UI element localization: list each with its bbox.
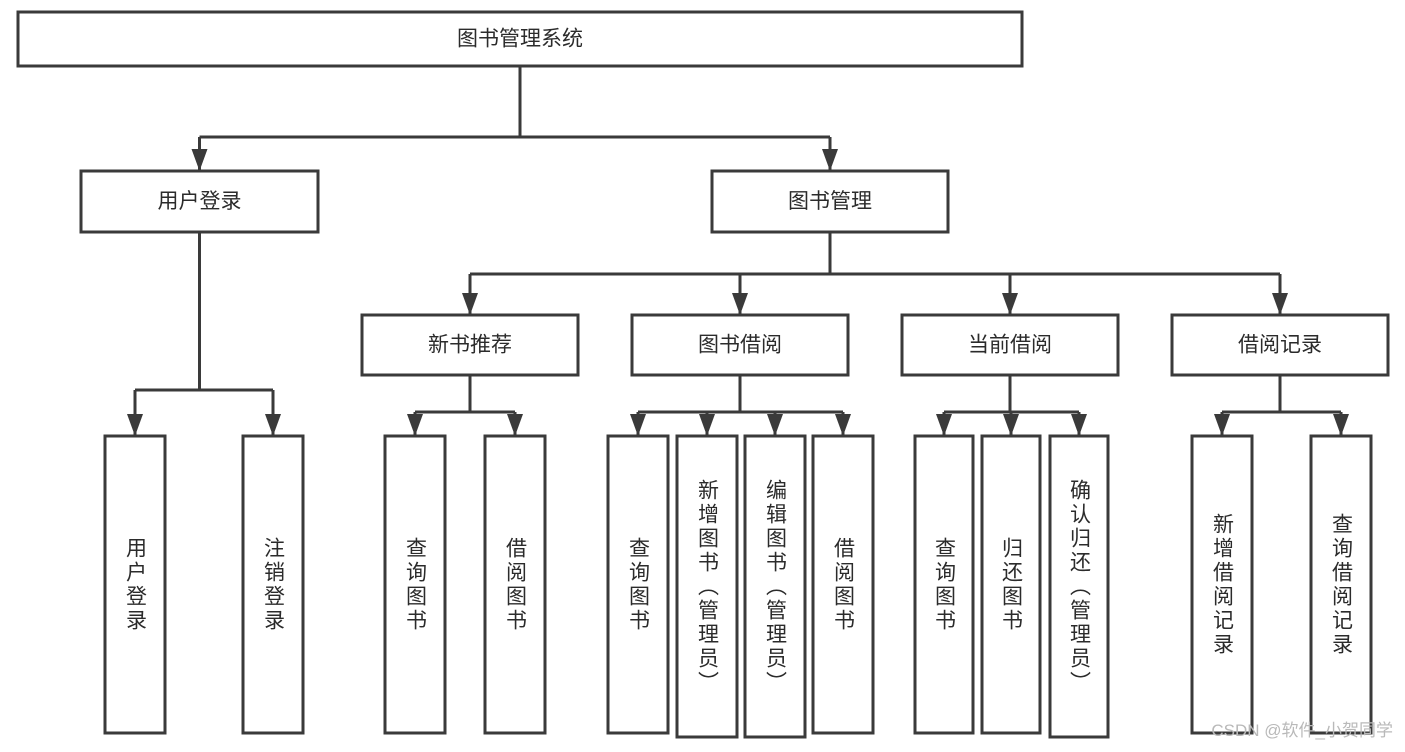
leaf-node-4-rect [606, 434, 670, 735]
leaf-node-3-label: 借阅图书 [503, 536, 527, 633]
arrow-head-icon [630, 414, 646, 436]
level1-node-1-label: 图书管理 [788, 190, 872, 213]
arrow-head-icon [732, 293, 748, 315]
leaf-node-3-label-wrap: 借阅图书 [503, 536, 527, 633]
arrow-head-icon [936, 414, 952, 436]
arrow-head-icon [507, 414, 523, 436]
leaf-node-4-label: 查询图书 [626, 536, 650, 633]
arrow-head-icon [822, 149, 838, 171]
leaf-node-5-label-wrap: 新增图书（管理员） [695, 478, 719, 695]
leaf-node-8[interactable]: 查询图书 [913, 434, 975, 735]
leaf-node-10-label-wrap: 确认归还（管理员） [1067, 478, 1091, 695]
node-boxes: 图书管理系统用户登录图书管理新书推荐图书借阅当前借阅借阅记录用户登录注销登录查询… [16, 10, 1390, 739]
leaf-node-11[interactable]: 新增借阅记录 [1190, 434, 1254, 735]
leaf-node-2-label-wrap: 查询图书 [403, 536, 427, 633]
level2-node-1-label: 图书借阅 [698, 334, 782, 357]
leaf-node-6-label-wrap: 编辑图书（管理员） [763, 478, 787, 695]
level2-node-3[interactable]: 借阅记录 [1170, 313, 1390, 377]
leaf-node-6[interactable]: 编辑图书（管理员） [743, 434, 807, 739]
leaf-node-8-label: 查询图书 [932, 536, 956, 633]
arrow-head-icon [1002, 293, 1018, 315]
root-node-label: 图书管理系统 [457, 28, 583, 51]
leaf-node-0-label-wrap: 用户登录 [123, 536, 147, 633]
leaf-node-10-label: 确认归还（管理员） [1067, 478, 1091, 695]
level1-node-0[interactable]: 用户登录 [79, 169, 320, 234]
leaf-node-8-label-wrap: 查询图书 [932, 536, 956, 633]
leaf-node-8-rect [913, 434, 975, 735]
leaf-node-1-rect [241, 434, 305, 735]
level2-node-2-label: 当前借阅 [968, 334, 1052, 357]
level1-node-0-rect [79, 169, 320, 234]
leaf-node-9[interactable]: 归还图书 [980, 434, 1042, 735]
level1-node-1-rect [710, 169, 950, 234]
leaf-node-1-label: 注销登录 [261, 536, 285, 633]
arrow-head-icon [462, 293, 478, 315]
level1-node-1[interactable]: 图书管理 [710, 169, 950, 234]
leaf-node-11-label: 新增借阅记录 [1210, 512, 1234, 657]
level2-node-2[interactable]: 当前借阅 [900, 313, 1120, 377]
arrow-head-icon [1214, 414, 1230, 436]
arrow-head-icon [1071, 414, 1087, 436]
watermark-text: CSDN @软件_小贺同学 [1211, 721, 1393, 740]
level2-node-2-rect [900, 313, 1120, 377]
root-node-rect [16, 10, 1024, 68]
arrow-head-icon [1333, 414, 1349, 436]
level2-node-3-rect [1170, 313, 1390, 377]
leaf-node-10[interactable]: 确认归还（管理员） [1048, 434, 1110, 739]
level2-node-3-label: 借阅记录 [1238, 334, 1322, 357]
leaf-node-7-label: 借阅图书 [831, 536, 855, 633]
leaf-node-3-rect [483, 434, 547, 735]
arrow-head-icon [699, 414, 715, 436]
connector-lines [127, 66, 1349, 436]
leaf-node-5-rect [675, 434, 739, 739]
leaf-node-9-label-wrap: 归还图书 [999, 536, 1023, 633]
leaf-node-7-rect [811, 434, 875, 735]
root-node[interactable]: 图书管理系统 [16, 10, 1024, 68]
leaf-node-12-rect [1309, 434, 1373, 735]
arrow-head-icon [835, 414, 851, 436]
leaf-node-4[interactable]: 查询图书 [606, 434, 670, 735]
leaf-node-0[interactable]: 用户登录 [103, 434, 167, 735]
arrow-head-icon [127, 414, 143, 436]
level2-node-0-rect [360, 313, 580, 377]
level2-node-1-rect [630, 313, 850, 377]
leaf-node-12[interactable]: 查询借阅记录 [1309, 434, 1373, 735]
leaf-node-6-label: 编辑图书（管理员） [763, 478, 787, 695]
level1-node-0-label: 用户登录 [158, 190, 242, 213]
leaf-node-10-rect [1048, 434, 1110, 739]
leaf-node-2-label: 查询图书 [403, 536, 427, 633]
leaf-node-5-label: 新增图书（管理员） [695, 478, 719, 695]
arrow-head-icon [191, 149, 208, 171]
leaf-node-3[interactable]: 借阅图书 [483, 434, 547, 735]
level2-node-0[interactable]: 新书推荐 [360, 313, 580, 377]
leaf-node-7[interactable]: 借阅图书 [811, 434, 875, 735]
leaf-node-11-rect [1190, 434, 1254, 735]
leaf-node-6-rect [743, 434, 807, 739]
leaf-node-12-label-wrap: 查询借阅记录 [1329, 512, 1353, 657]
leaf-node-7-label-wrap: 借阅图书 [831, 536, 855, 633]
leaf-node-0-label: 用户登录 [123, 536, 147, 633]
leaf-node-2-rect [383, 434, 447, 735]
leaf-node-11-label-wrap: 新增借阅记录 [1210, 512, 1234, 657]
level2-node-1[interactable]: 图书借阅 [630, 313, 850, 377]
leaf-node-5[interactable]: 新增图书（管理员） [675, 434, 739, 739]
arrow-head-icon [1003, 414, 1019, 436]
arrow-head-icon [407, 414, 423, 436]
leaf-node-4-label-wrap: 查询图书 [626, 536, 650, 633]
leaf-node-1[interactable]: 注销登录 [241, 434, 305, 735]
leaf-node-9-rect [980, 434, 1042, 735]
leaf-node-12-label: 查询借阅记录 [1329, 512, 1353, 657]
leaf-node-9-label: 归还图书 [999, 536, 1023, 633]
leaf-node-0-rect [103, 434, 167, 735]
arrow-head-icon [1272, 293, 1288, 315]
leaf-node-1-label-wrap: 注销登录 [261, 536, 285, 633]
leaf-node-2[interactable]: 查询图书 [383, 434, 447, 735]
level2-node-0-label: 新书推荐 [428, 334, 512, 357]
arrow-head-icon [767, 414, 783, 436]
arrow-head-icon [265, 414, 281, 436]
